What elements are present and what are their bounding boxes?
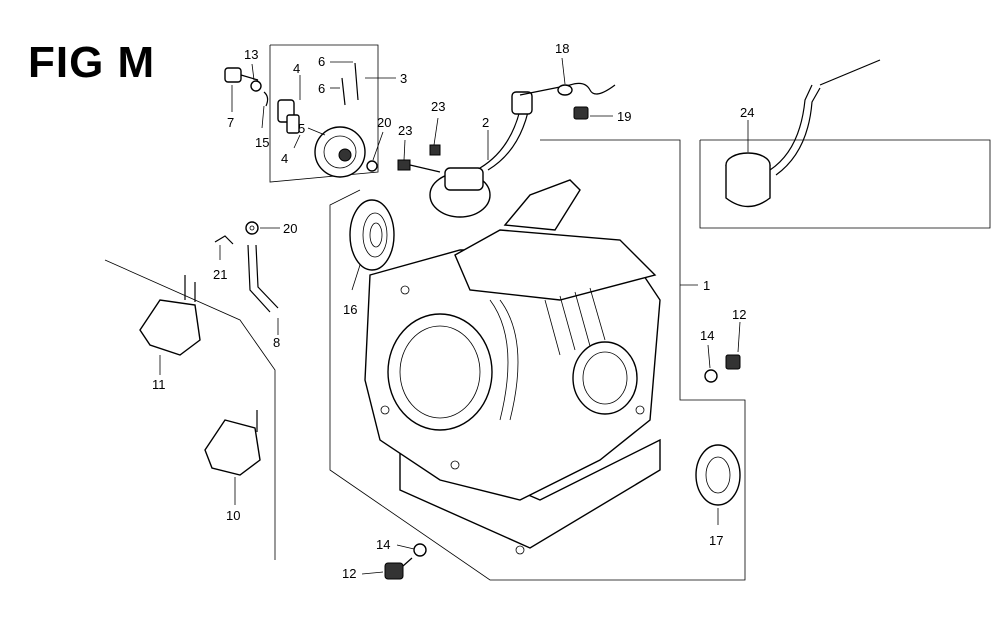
oil-seal-16 (349, 199, 395, 271)
clip-15 (263, 91, 269, 107)
callout-labels: 1 2 3 4 4 5 6 6 7 8 10 11 12 12 13 14 14… (152, 41, 754, 581)
engine-mount-11 (139, 275, 201, 356)
bolt-12-bottom (384, 557, 413, 580)
figure-title: FIG M (28, 38, 156, 87)
washer-14-bottom (413, 543, 427, 557)
callout-5: 5 (298, 121, 305, 136)
callout-18: 18 (555, 41, 569, 56)
callout-4-lower: 4 (281, 151, 288, 166)
callout-4-upper: 4 (293, 61, 300, 76)
callout-21: 21 (213, 267, 227, 282)
bolt-23-a (397, 159, 441, 173)
group-boundary-lines (104, 44, 991, 581)
engine-mount-10 (204, 410, 261, 476)
callout-17: 17 (709, 533, 723, 548)
bolt-23-b (429, 144, 441, 156)
governor-assembly (277, 62, 366, 178)
callout-3: 3 (400, 71, 407, 86)
breather-cover-2 (429, 82, 616, 218)
washer-20-top (366, 160, 378, 172)
callout-6-lower: 6 (318, 81, 325, 96)
callout-24: 24 (740, 105, 754, 120)
bolt-12-right (725, 354, 741, 370)
callout-19: 19 (617, 109, 631, 124)
oil-level-sensor-24 (725, 59, 881, 208)
crankcase-part (364, 179, 661, 555)
callout-13: 13 (244, 47, 258, 62)
callout-7: 7 (227, 115, 234, 130)
callout-20-upper: 20 (377, 115, 391, 130)
washer-14-right (704, 369, 718, 383)
washer-13 (250, 80, 262, 92)
callout-11: 11 (152, 377, 166, 392)
oil-seal-17 (695, 444, 741, 506)
breather-tube-8 (247, 244, 279, 313)
washer-20 (245, 221, 259, 235)
callout-1: 1 (703, 278, 710, 293)
callout-23-right: 23 (431, 99, 445, 114)
bolt-7 (224, 67, 259, 83)
callout-10: 10 (226, 508, 240, 523)
callout-16: 16 (343, 302, 357, 317)
callout-14-right: 14 (700, 328, 714, 343)
callout-23-left: 23 (398, 123, 412, 138)
callout-14-bottom: 14 (376, 537, 390, 552)
callout-12-right: 12 (732, 307, 746, 322)
clip-21 (214, 235, 234, 245)
callout-2: 2 (482, 115, 489, 130)
callout-6-upper: 6 (318, 54, 325, 69)
grommet-18 (557, 84, 573, 96)
callout-8: 8 (273, 335, 280, 350)
nut-19 (573, 106, 589, 120)
callout-15: 15 (255, 135, 269, 150)
callout-20-lower: 20 (283, 221, 297, 236)
callout-12-bottom: 12 (342, 566, 356, 581)
leader-lines (159, 57, 749, 575)
